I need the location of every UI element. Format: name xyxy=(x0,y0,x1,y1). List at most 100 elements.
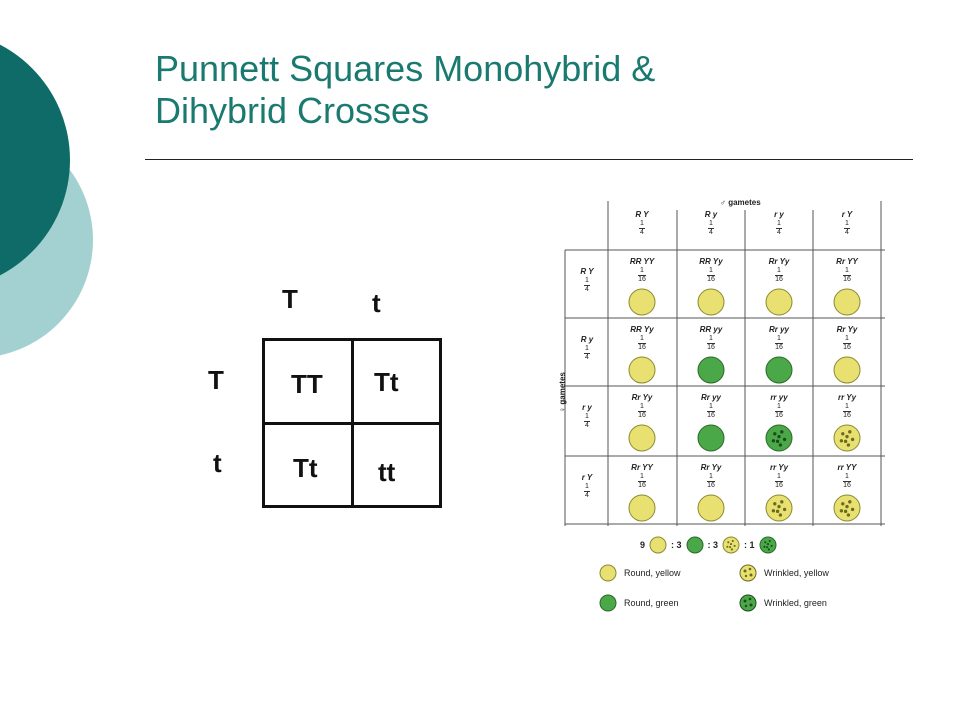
legend-round-yellow: Round, yellow xyxy=(598,563,681,583)
mono-cell: tt xyxy=(354,425,439,505)
gamete-genotype: r Y xyxy=(581,473,593,482)
cell-genotype: Rr Yy xyxy=(836,325,858,334)
gamete-genotype: R Y xyxy=(635,210,649,219)
mono-cell: Tt xyxy=(354,341,439,425)
legend-label: Wrinkled, green xyxy=(764,598,827,608)
phenotype-ratio: 9: 3: 3: 1 xyxy=(640,534,777,556)
mono-genotype: TT xyxy=(291,369,323,399)
cell-genotype: Rr yy xyxy=(768,325,789,334)
pea-round-yellow-icon xyxy=(628,356,656,384)
cell-genotype: RR Yy xyxy=(699,257,723,266)
pea-round-yellow-icon xyxy=(697,288,725,316)
legend-label: Wrinkled, yellow xyxy=(764,568,829,578)
decorative-circles xyxy=(0,44,93,356)
ratio-value: : 3 xyxy=(671,540,682,550)
mono-cell: Tt xyxy=(265,425,354,505)
legend-wrinkled-yellow: Wrinkled, yellow xyxy=(738,563,829,583)
ratio-value: : 3 xyxy=(707,540,719,550)
title-line-2: Dihybrid Crosses xyxy=(155,90,430,131)
cell-genotype: rr Yy xyxy=(837,393,857,402)
pea-round-green-icon xyxy=(697,424,725,452)
pea-round-yellow-icon xyxy=(599,564,617,582)
pea-round-green-icon xyxy=(765,356,793,384)
pea-round-yellow-icon xyxy=(649,536,667,554)
gamete-genotype: r y xyxy=(582,403,592,412)
cell-genotype: RR YY xyxy=(629,257,655,266)
pea-wrinkled-yellow-icon xyxy=(722,536,740,554)
mono-top-allele-2: t xyxy=(372,288,381,318)
pea-wrinkled-yellow-icon xyxy=(765,494,793,522)
pea-wrinkled-yellow-icon xyxy=(739,564,757,582)
cell-genotype: Rr yy xyxy=(700,393,721,402)
legend-wrinkled-green: Wrinkled, green xyxy=(738,593,827,613)
legend-label: Round, yellow xyxy=(624,568,681,578)
cell-genotype: RR Yy xyxy=(630,325,654,334)
gamete-genotype: R y xyxy=(704,210,718,219)
mono-side-allele-1: T xyxy=(208,365,224,395)
cell-genotype: Rr Yy xyxy=(768,257,790,266)
cell-genotype: rr YY xyxy=(837,463,857,472)
pea-round-yellow-icon xyxy=(833,288,861,316)
mono-grid: TT Tt Tt tt xyxy=(262,338,442,508)
dihybrid-grid-lines xyxy=(564,201,885,526)
cell-genotype: rr yy xyxy=(770,393,788,402)
ratio-value: : 1 xyxy=(744,540,755,550)
mono-genotype: tt xyxy=(378,457,396,487)
male-gametes-label: ♂ gametes xyxy=(720,198,761,207)
cell-genotype: Rr YY xyxy=(836,257,858,266)
cell-genotype: Rr YY xyxy=(631,463,653,472)
pea-wrinkled-green-icon xyxy=(765,424,793,452)
pea-wrinkled-green-icon xyxy=(739,594,757,612)
pea-round-yellow-icon xyxy=(833,356,861,384)
legend-label: Round, green xyxy=(624,598,679,608)
cell-genotype: rr Yy xyxy=(769,463,789,472)
mono-side-allele-2: t xyxy=(213,448,222,478)
pea-round-green-icon xyxy=(686,536,704,554)
pea-round-green-icon xyxy=(599,594,617,612)
deco-circle-dark xyxy=(0,44,70,276)
mono-genotype: Tt xyxy=(293,453,318,483)
pea-round-yellow-icon xyxy=(628,494,656,522)
mono-top-allele-1: T xyxy=(282,284,298,314)
pea-round-yellow-icon xyxy=(765,288,793,316)
pea-round-yellow-icon xyxy=(628,424,656,452)
